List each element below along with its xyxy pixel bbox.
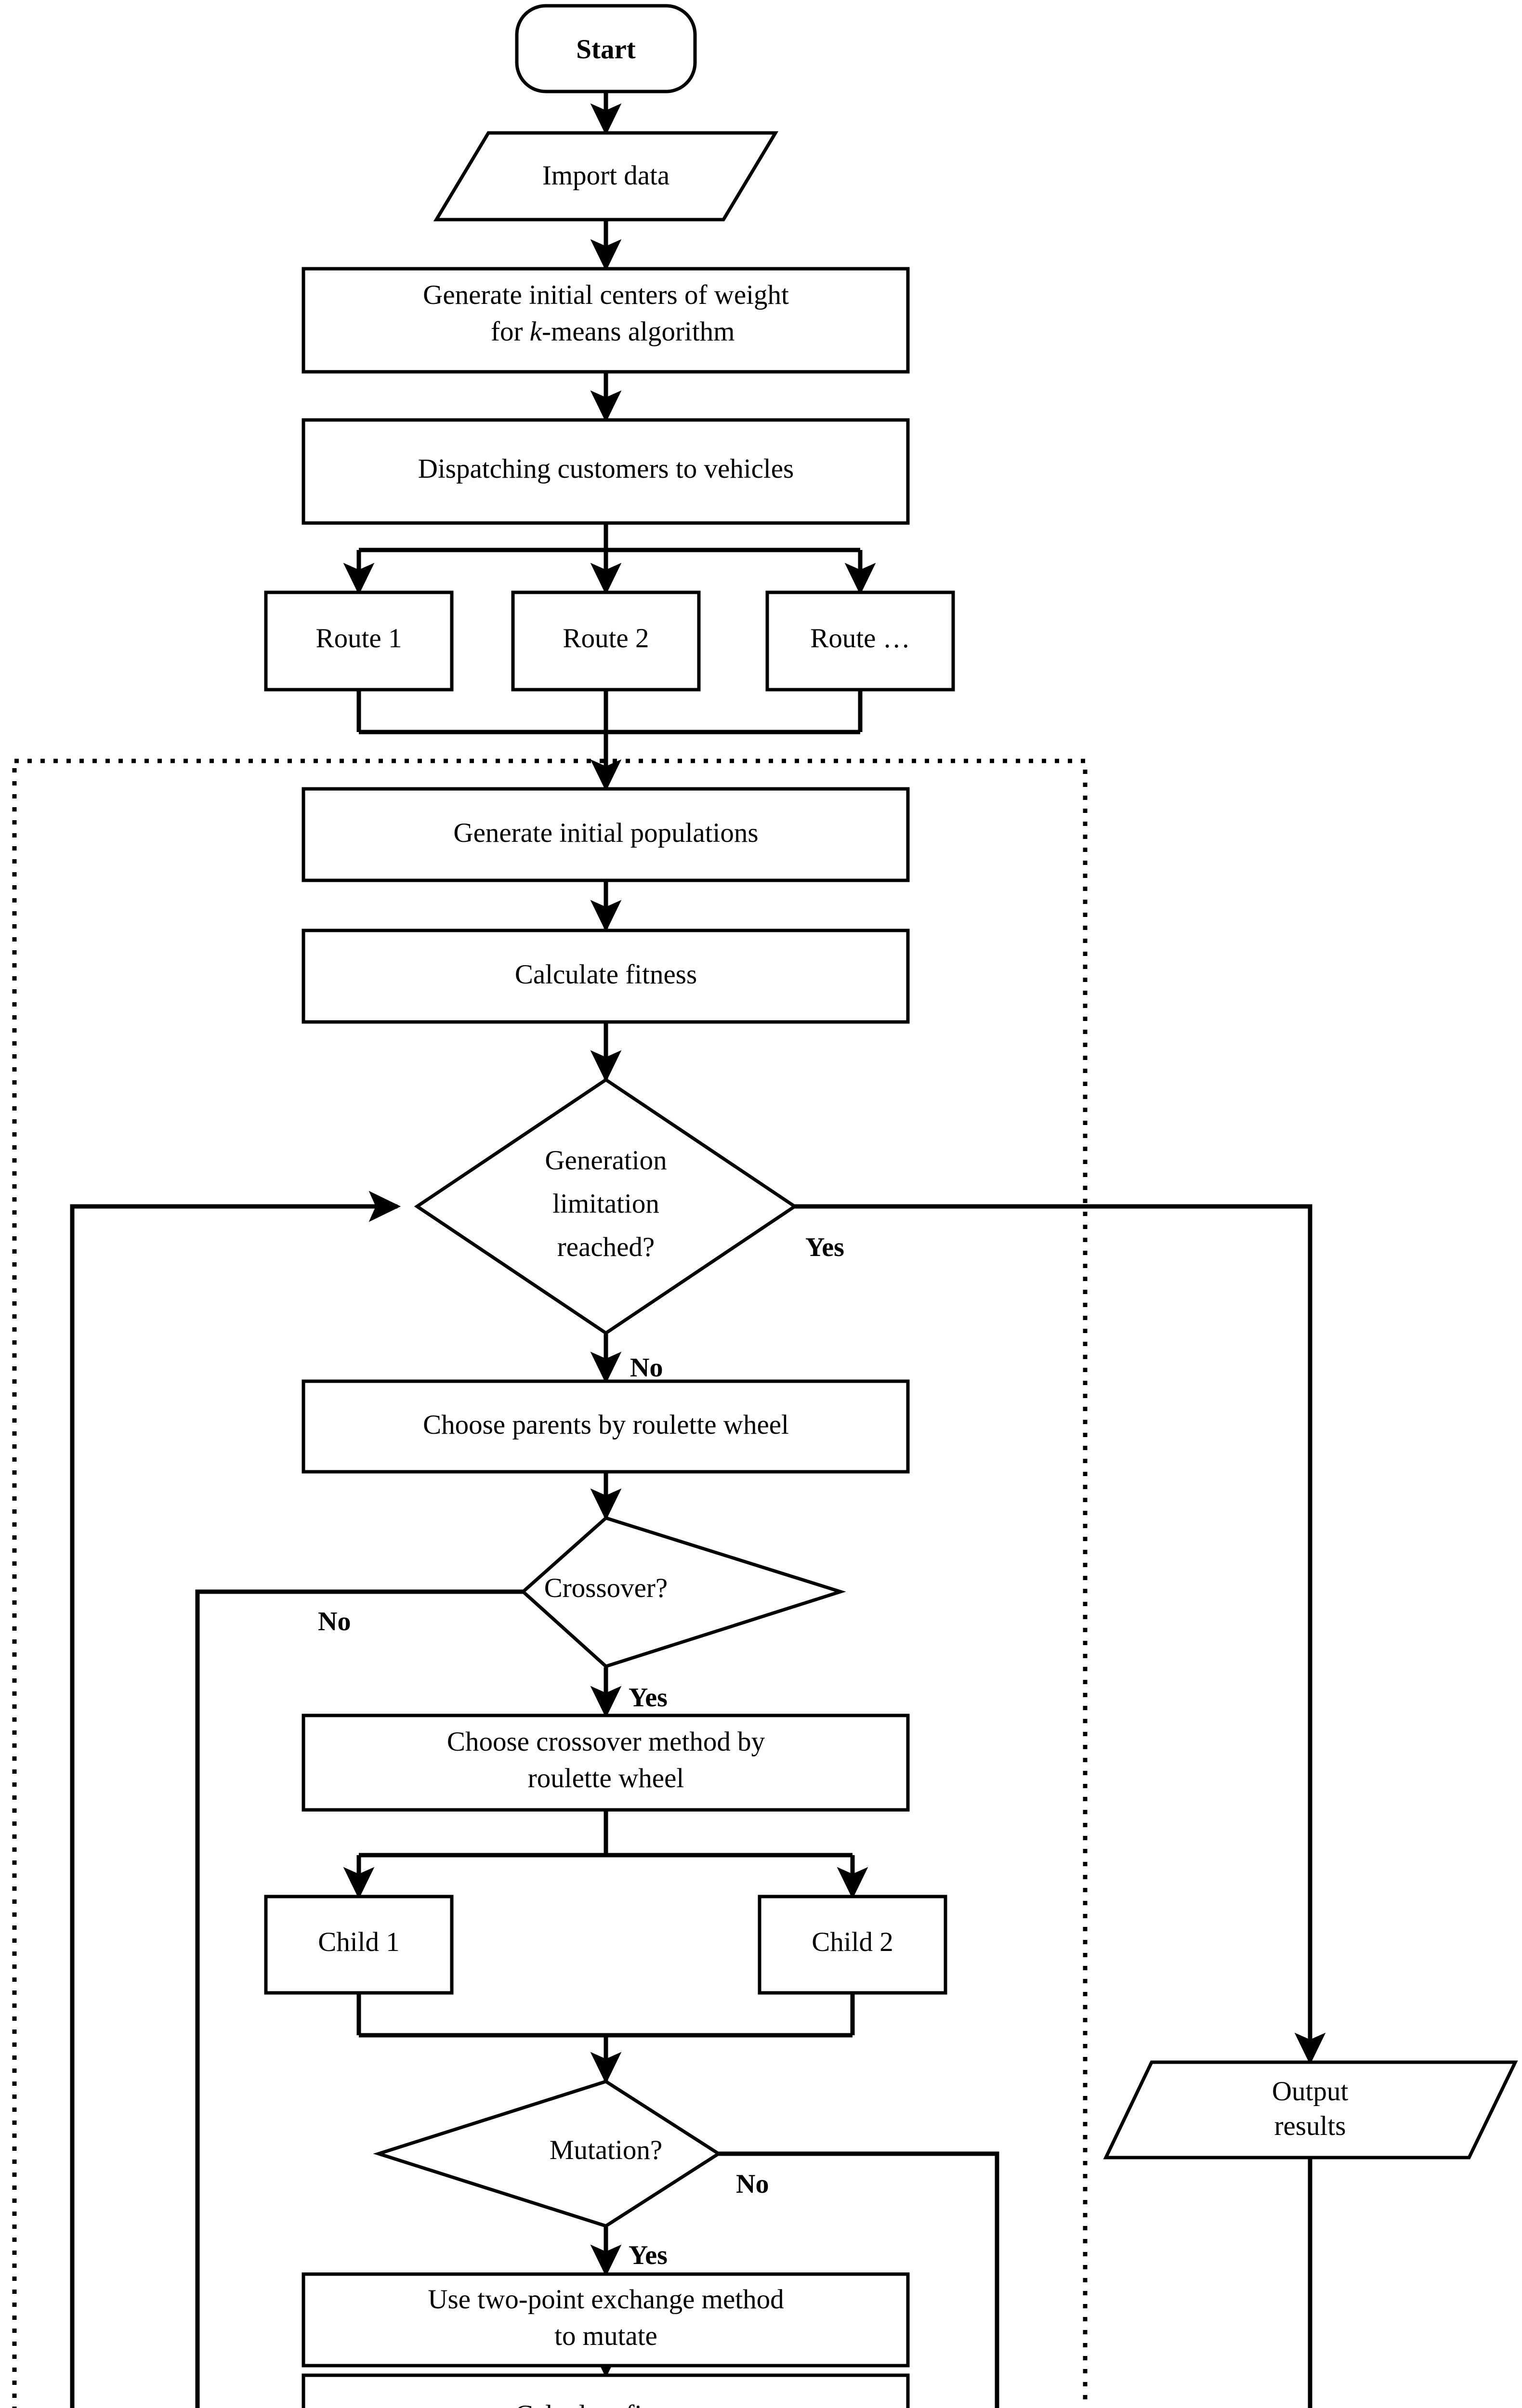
node-output-results-line2: results <box>1274 2111 1346 2141</box>
node-start-label: Start <box>576 34 635 65</box>
node-import-data-label: Import data <box>542 160 669 191</box>
node-two-point-exchange-line1: Use two-point exchange method <box>428 2284 784 2315</box>
node-two-point-exchange-shape[interactable] <box>302 2272 910 2368</box>
node-generate-populations-shape[interactable] <box>302 787 910 882</box>
node-route-n-label: Route … <box>810 623 910 654</box>
edge-mutation-no-to-fitness <box>626 2151 999 2408</box>
node-choose-crossover-method-line2: roulette wheel <box>528 1763 684 1793</box>
generate-centers-k-italic: k <box>530 316 543 347</box>
node-route-1-shape[interactable] <box>264 590 454 692</box>
node-crossover-decision-shape[interactable] <box>520 1516 846 1668</box>
generate-centers-pre: for <box>491 316 530 347</box>
node-import-data-shape[interactable] <box>433 131 779 222</box>
node-route-n-shape[interactable] <box>765 590 955 692</box>
node-dispatching-label: Dispatching customers to vehicles <box>418 454 794 484</box>
node-choose-crossover-method-line1: Choose crossover method by <box>447 1727 765 1757</box>
node-route-2-label: Route 2 <box>563 623 649 654</box>
edge-label-mutation-no: No <box>736 2169 769 2199</box>
node-generation-limit-shape[interactable] <box>414 1077 798 1335</box>
node-generation-limit-line3: reached? <box>557 1232 655 1262</box>
node-generation-limit-line1: Generation <box>545 1145 667 1176</box>
edge-label-generation-yes: Yes <box>805 1232 844 1262</box>
node-choose-parents-shape[interactable] <box>302 1379 910 1474</box>
node-generate-centers-shape[interactable] <box>302 267 910 374</box>
node-start-shape[interactable] <box>515 4 697 93</box>
node-choose-crossover-method-shape[interactable] <box>302 1714 910 1812</box>
node-child-2-shape[interactable] <box>758 1895 947 1995</box>
node-dispatching-shape[interactable] <box>302 418 910 525</box>
node-two-point-exchange-line2: to mutate <box>554 2321 657 2351</box>
node-calculate-fitness-top-shape[interactable] <box>302 929 910 1024</box>
edge-label-crossover-no: No <box>318 1607 351 1636</box>
node-generate-centers-line1: Generate initial centers of weight <box>423 280 789 310</box>
node-mutation-decision-label: Mutation? <box>550 2135 662 2165</box>
node-calculate-fitness-bottom-label: Calculate fitness <box>515 2400 697 2408</box>
node-output-results-line1: Output <box>1272 2076 1349 2107</box>
genetic-algorithm-group-border <box>12 759 1088 2408</box>
edge-update-best-loop-back <box>70 1191 401 2408</box>
node-choose-parents-label: Choose parents by roulette wheel <box>423 1410 789 1440</box>
edge-crossover-no-to-fitness <box>195 1589 588 2408</box>
node-child-2-label: Child 2 <box>812 1927 893 1957</box>
edge-generation-yes-to-output <box>795 1204 1326 2065</box>
node-child-1-shape[interactable] <box>264 1895 454 1995</box>
node-calculate-fitness-bottom-shape[interactable] <box>302 2373 910 2408</box>
node-mutation-decision-shape[interactable] <box>373 2080 722 2228</box>
node-route-1-label: Route 1 <box>316 623 402 654</box>
generate-centers-post: -means algorithm <box>542 316 735 347</box>
node-child-1-label: Child 1 <box>318 1927 399 1957</box>
node-generate-populations-label: Generate initial populations <box>453 818 758 848</box>
node-output-results-shape[interactable] <box>1103 2060 1518 2159</box>
edge-label-mutation-yes: Yes <box>629 2240 668 2270</box>
edge-label-generation-no: No <box>630 1353 663 1383</box>
edge-label-crossover-yes: Yes <box>629 1683 668 1713</box>
node-calculate-fitness-top-label: Calculate fitness <box>515 959 697 990</box>
node-generate-centers-line2: for k-means algorithm <box>443 316 769 347</box>
node-crossover-decision-label: Crossover? <box>544 1573 668 1603</box>
node-generation-limit-line2: limitation <box>552 1189 659 1219</box>
node-route-2-shape[interactable] <box>511 590 701 692</box>
